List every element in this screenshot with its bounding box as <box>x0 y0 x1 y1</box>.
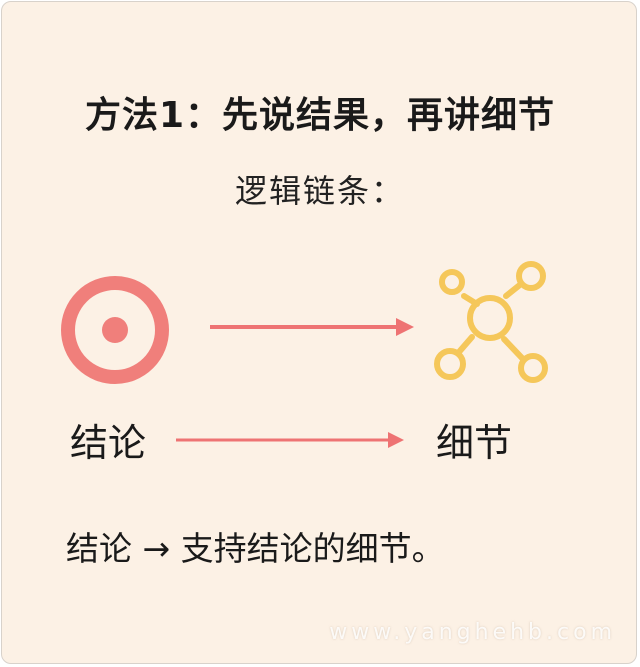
conclusion-label: 结论 <box>70 421 147 465</box>
target-icon <box>61 276 169 384</box>
summary-text: 结论 → 支持结论的细节。 <box>66 529 445 568</box>
watermark: www.yanghehb.com <box>329 620 616 645</box>
network-nodes-icon <box>434 261 548 383</box>
details-label: 细节 <box>436 421 513 465</box>
lower-arrow <box>176 432 404 448</box>
upper-arrow <box>210 318 414 336</box>
page-title: 方法1：先说结果，再讲细节 <box>84 95 556 136</box>
subtitle: 逻辑链条： <box>234 172 405 210</box>
